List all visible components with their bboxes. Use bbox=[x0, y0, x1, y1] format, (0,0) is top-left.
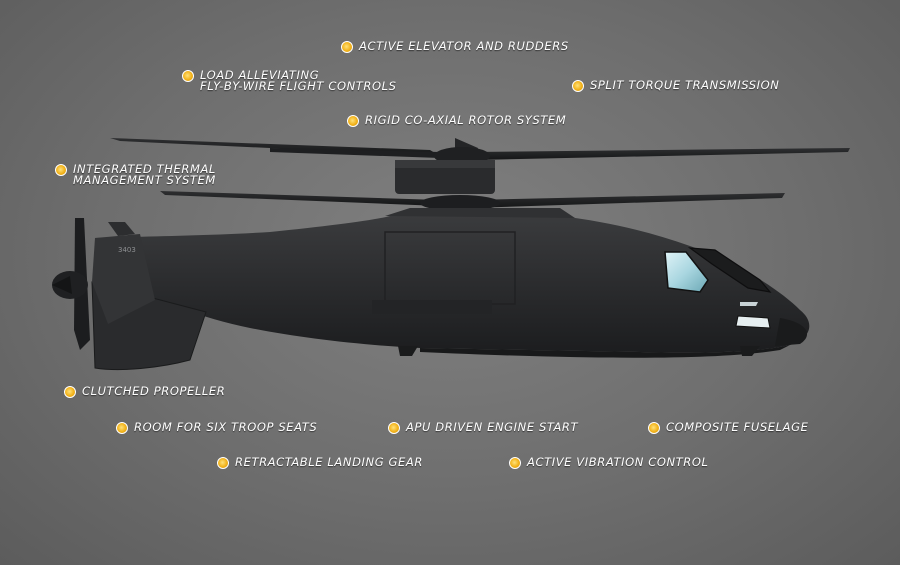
bullet-dot-icon bbox=[182, 70, 194, 82]
feature-composite-fuselage: COMPOSITE FUSELAGE bbox=[648, 420, 809, 434]
feature-label-line1: INTEGRATED THERMAL bbox=[73, 162, 216, 176]
bullet-dot-icon bbox=[341, 41, 353, 53]
bullet-dot-icon bbox=[648, 422, 660, 434]
bullet-dot-icon bbox=[388, 422, 400, 434]
rotor-mast bbox=[395, 160, 495, 194]
pusher-propeller bbox=[52, 218, 90, 350]
feature-vibration-control: ACTIVE VIBRATION CONTROL bbox=[509, 455, 709, 469]
feature-label: APU DRIVEN ENGINE START bbox=[406, 420, 579, 434]
feature-label: ACTIVE VIBRATION CONTROL bbox=[527, 455, 709, 469]
feature-label: SPLIT TORQUE TRANSMISSION bbox=[590, 78, 780, 92]
feature-active-elevator: ACTIVE ELEVATOR AND RUDDERS bbox=[341, 39, 569, 53]
feature-fly-by-wire: LOAD ALLEVIATING FLY-BY-WIRE FLIGHT CONT… bbox=[182, 68, 397, 93]
feature-clutched-propeller: CLUTCHED PROPELLER bbox=[64, 384, 226, 398]
bullet-dot-icon bbox=[572, 80, 584, 92]
cockpit-window bbox=[664, 251, 709, 293]
fuselage bbox=[95, 216, 810, 353]
bullet-dot-icon bbox=[217, 457, 229, 469]
feature-label: ACTIVE ELEVATOR AND RUDDERS bbox=[359, 39, 569, 53]
feature-troop-seats: ROOM FOR SIX TROOP SEATS bbox=[116, 420, 318, 434]
feature-label: COMPOSITE FUSELAGE bbox=[666, 420, 809, 434]
tail-number: 3403 bbox=[118, 246, 136, 254]
bullet-dot-icon bbox=[347, 115, 359, 127]
bullet-dot-icon bbox=[55, 164, 67, 176]
lower-rotor bbox=[160, 191, 785, 211]
feature-label: RIGID CO-AXIAL ROTOR SYSTEM bbox=[365, 113, 567, 127]
feature-landing-gear: RETRACTABLE LANDING GEAR bbox=[217, 455, 423, 469]
feature-thermal-management: INTEGRATED THERMAL MANAGEMENT SYSTEM bbox=[55, 162, 216, 187]
feature-label: ROOM FOR SIX TROOP SEATS bbox=[134, 420, 318, 434]
feature-label-line1: LOAD ALLEVIATING bbox=[200, 68, 320, 82]
feature-rigid-rotor: RIGID CO-AXIAL ROTOR SYSTEM bbox=[347, 113, 567, 127]
feature-label-line2: MANAGEMENT SYSTEM bbox=[73, 173, 216, 187]
feature-apu-start: APU DRIVEN ENGINE START bbox=[388, 420, 579, 434]
bullet-dot-icon bbox=[509, 457, 521, 469]
feature-label: CLUTCHED PROPELLER bbox=[82, 384, 226, 398]
upper-rotor bbox=[110, 138, 850, 166]
feature-label: RETRACTABLE LANDING GEAR bbox=[235, 455, 423, 469]
feature-split-torque: SPLIT TORQUE TRANSMISSION bbox=[572, 78, 780, 92]
feature-label-line2: FLY-BY-WIRE FLIGHT CONTROLS bbox=[200, 79, 397, 93]
bullet-dot-icon bbox=[116, 422, 128, 434]
bullet-dot-icon bbox=[64, 386, 76, 398]
